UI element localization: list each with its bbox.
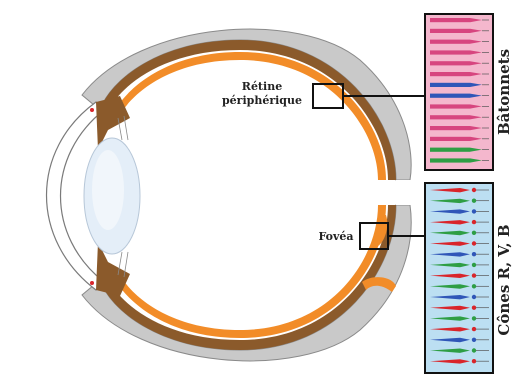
rods-panel <box>425 14 493 170</box>
label-rods: Bâtonnets <box>495 49 513 135</box>
rods-panel-frame <box>425 14 493 170</box>
label-peripheral-retina-line2: périphérique <box>222 94 302 107</box>
cones-panel <box>425 183 493 373</box>
label-fovea: Fovéa <box>318 230 353 243</box>
label-peripheral-retina-line1: Rétine <box>242 80 282 93</box>
optic-nerve-gap <box>396 180 412 205</box>
ciliary-red-dot-upper <box>90 108 94 112</box>
lens-highlight <box>92 150 124 230</box>
label-cones: Cônes R, V, B <box>495 224 513 335</box>
ciliary-red-dot-lower <box>90 281 94 285</box>
